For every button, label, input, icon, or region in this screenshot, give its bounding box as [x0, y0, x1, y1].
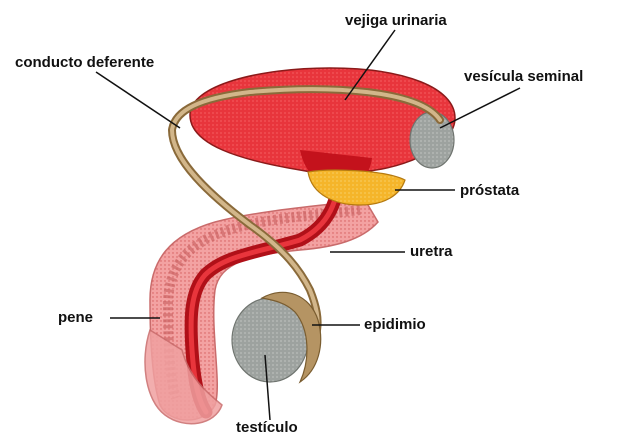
label-vejiga-urinaria: vejiga urinaria: [345, 12, 447, 30]
label-epididimio: epidimio: [364, 316, 426, 334]
label-testiculo: testículo: [236, 419, 298, 437]
leader-conducto-deferente: [96, 72, 180, 128]
label-uretra: uretra: [410, 243, 453, 261]
label-prostata: próstata: [460, 182, 519, 200]
label-pene: pene: [58, 309, 93, 327]
label-vesicula-seminal: vesícula seminal: [464, 68, 583, 86]
label-conducto-deferente: conducto deferente: [15, 54, 154, 72]
prostate: [308, 170, 405, 205]
seminal-vesicle: [410, 112, 454, 168]
